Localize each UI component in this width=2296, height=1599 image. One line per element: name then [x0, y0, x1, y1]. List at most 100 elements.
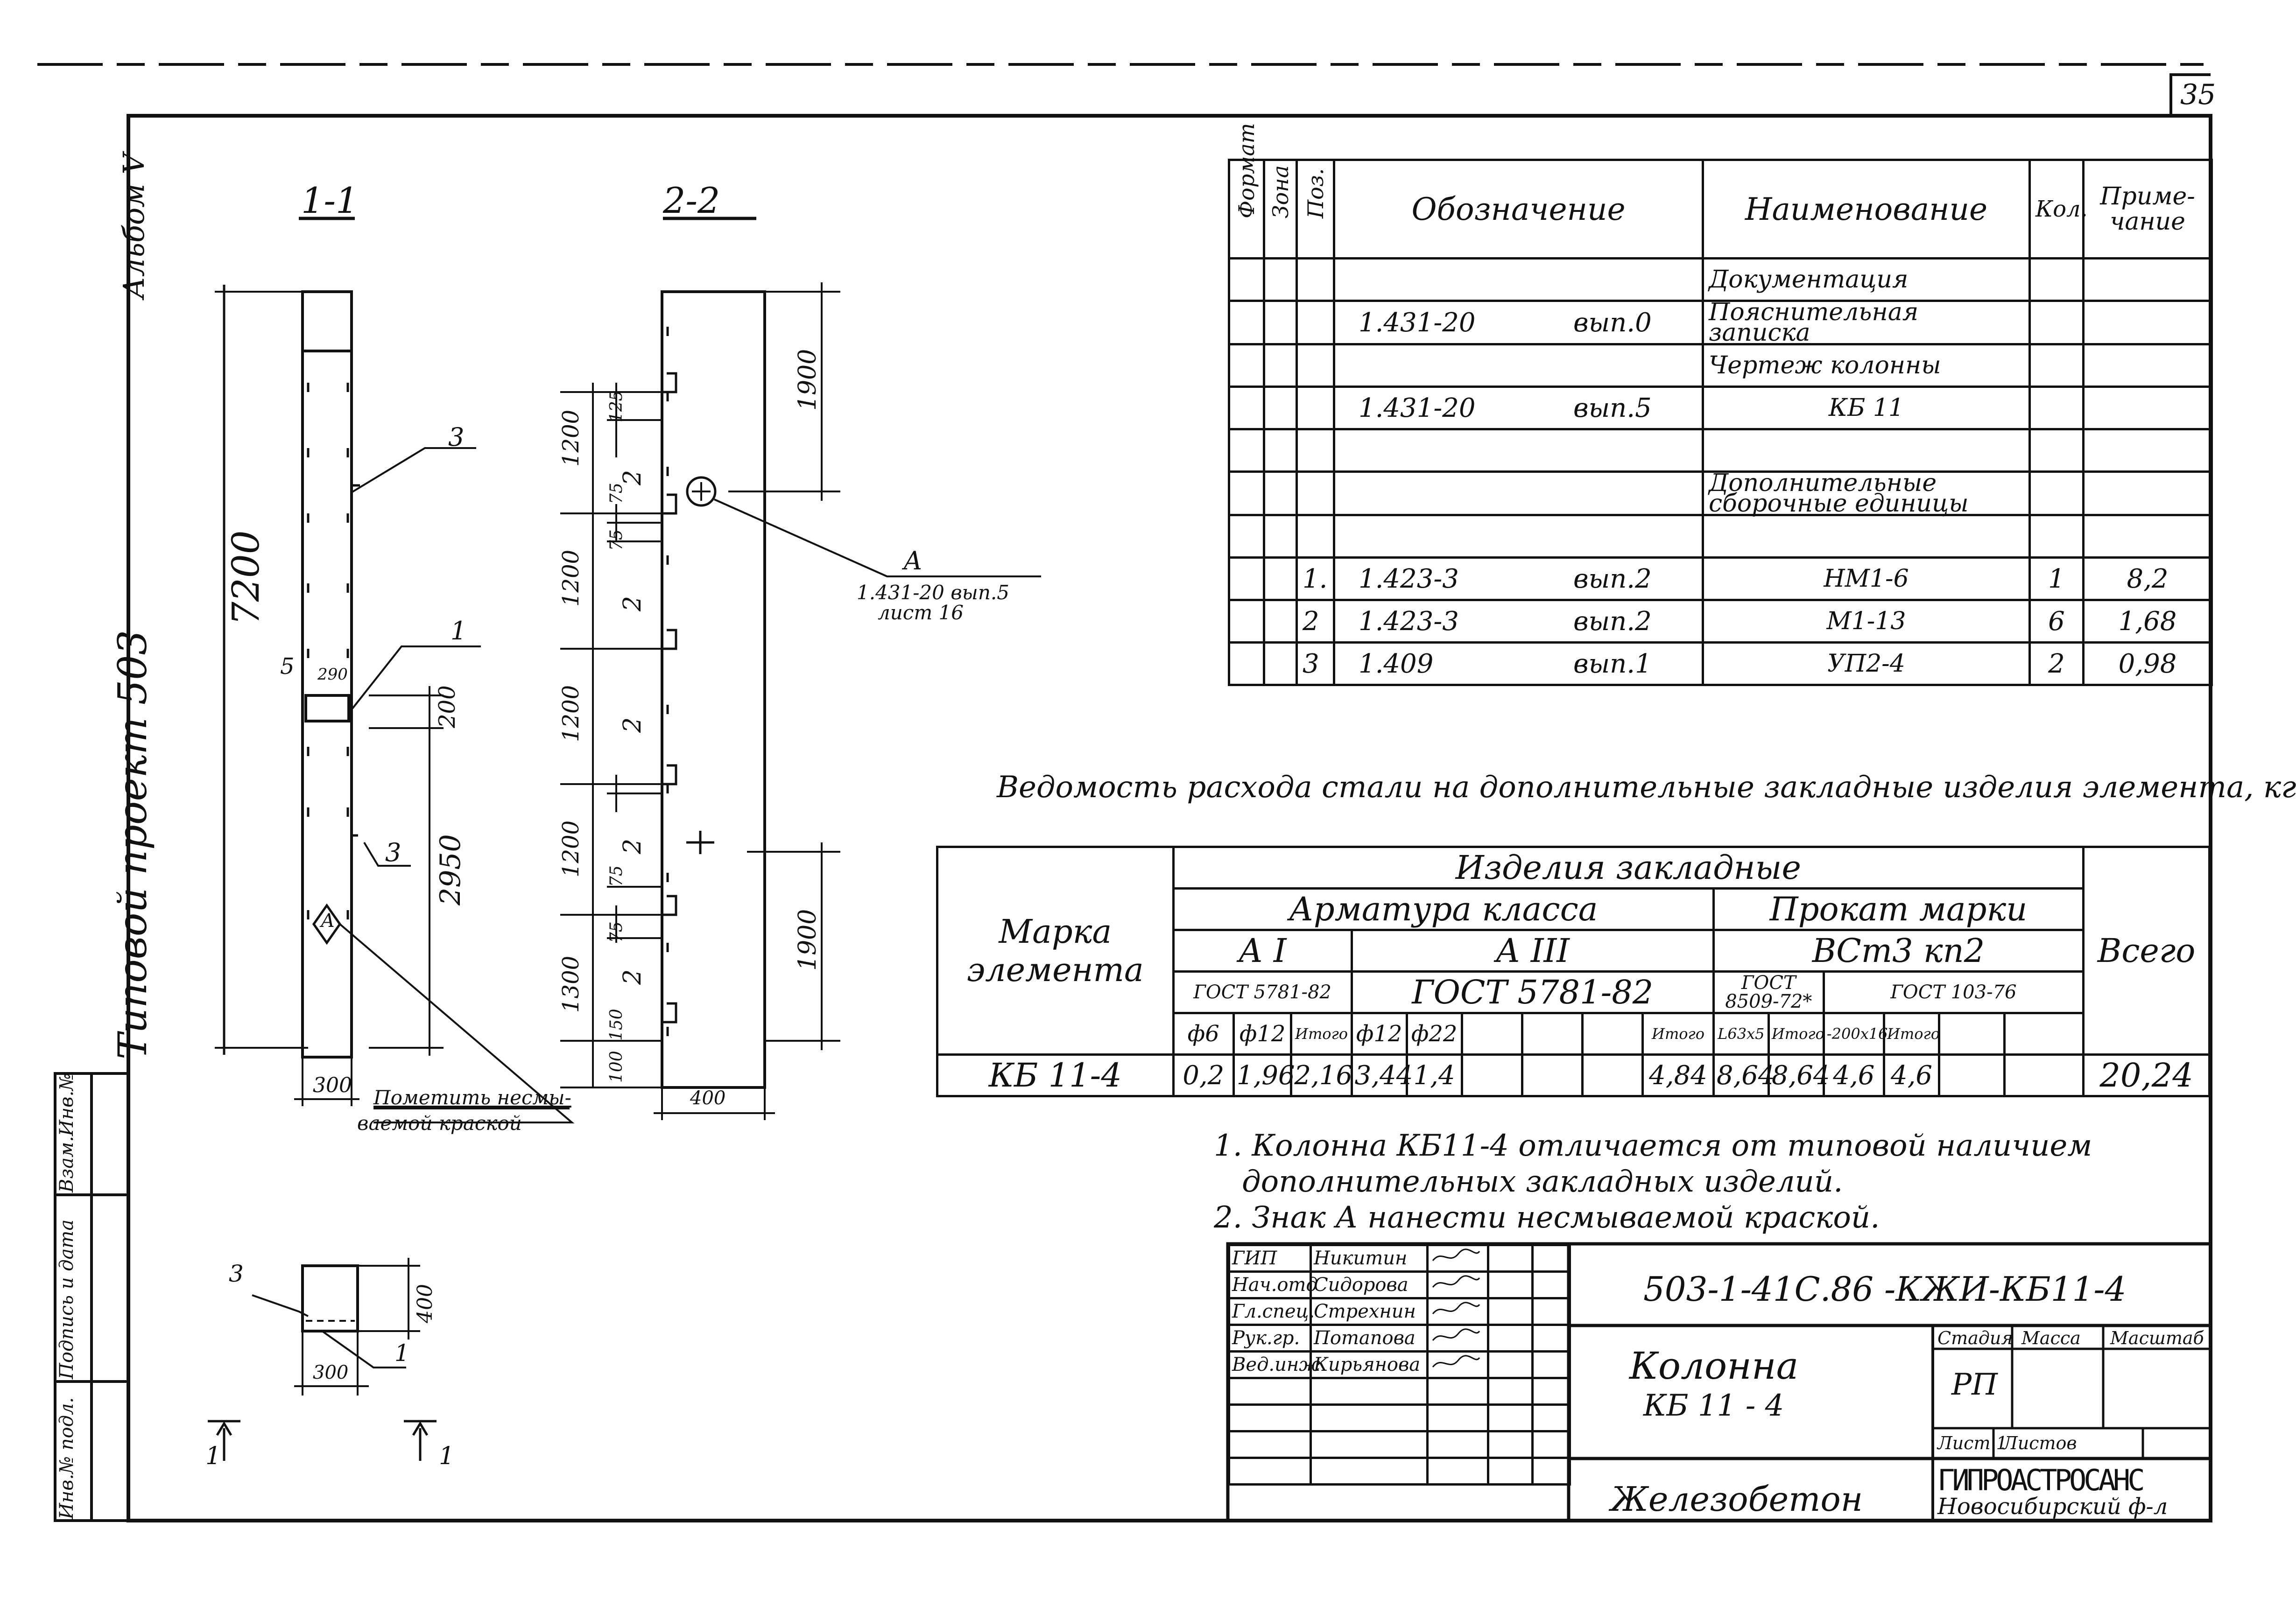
- side-stamp-sign: Подпись и дата: [56, 1219, 77, 1379]
- steel-value: 4,6: [1883, 1053, 1940, 1097]
- steel-col-header: Итого: [1767, 1012, 1825, 1056]
- steel-col-header: [1521, 1012, 1584, 1056]
- steel-table: Марка элемента Изделия закладные Всего А…: [936, 846, 2211, 1097]
- sig-role: Рук.гр.: [1228, 1324, 1312, 1353]
- spec-issue: вып.0: [1573, 307, 1652, 338]
- dim-200: 200: [434, 685, 460, 728]
- pos-2-a: 2: [619, 470, 647, 485]
- scale-header: Масштаб: [2110, 1328, 2204, 1348]
- mark-a-diamond: [312, 903, 342, 945]
- signature-scribble: [1432, 1248, 1480, 1261]
- spec-cell-zone: [1263, 343, 1298, 388]
- section-1-1-title: 1-1: [301, 180, 359, 221]
- signature-row: [1228, 1430, 1571, 1459]
- spec-code: 1.423-3: [1359, 563, 1459, 594]
- spec-cell-zone: [1263, 641, 1298, 686]
- dim-1900-bottom: 1900: [794, 909, 822, 971]
- org-name: ГИПРОАСТРОСАНС: [1937, 1463, 2145, 1497]
- sig-empty: [1487, 1324, 1534, 1353]
- spec-h-code: Обозначение: [1333, 159, 1704, 259]
- steel-h-gost-103: ГОСТ 103-76: [1822, 970, 2085, 1014]
- spec-cell-name: [1702, 428, 2031, 473]
- steel-total: 20,24: [2082, 1053, 2211, 1097]
- spec-cell-note: [2082, 300, 2213, 345]
- dim-1200-d: 1200: [558, 820, 584, 877]
- steel-mark: КБ 11-4: [936, 1053, 1175, 1097]
- sig-empty: [1487, 1244, 1534, 1273]
- mark-a-letter: А: [321, 910, 335, 932]
- steel-title: Ведомость расхода стали на дополнительны…: [997, 770, 2296, 805]
- steel-value: 1,96: [1232, 1053, 1295, 1097]
- spec-h-format: Формат: [1228, 123, 1265, 259]
- sig-empty: [1487, 1430, 1534, 1459]
- sig-empty: [1228, 1403, 1312, 1432]
- steel-h-rolled: Прокат марки: [1712, 887, 2085, 931]
- stage-header: Стадия: [1937, 1328, 2013, 1348]
- sig-empty: [1310, 1403, 1429, 1432]
- steel-col-header: L63х5: [1712, 1012, 1770, 1056]
- plan-view: [301, 1264, 359, 1332]
- spec-cell-note: [2082, 386, 2213, 430]
- dim-1200-b: 1200: [558, 549, 584, 607]
- spec-cell-pos: [1296, 470, 1335, 516]
- sig-empty: [1426, 1403, 1489, 1432]
- steel-h-rebar: Арматура класса: [1172, 887, 1715, 931]
- sig-empty: [1310, 1377, 1429, 1406]
- cut-label-left: 1: [205, 1442, 221, 1470]
- spec-cell-name: М1-13: [1702, 599, 2031, 644]
- sig-signature: [1426, 1350, 1489, 1379]
- sig-empty: [1487, 1457, 1534, 1486]
- spec-h-name: Наименование: [1702, 159, 2031, 259]
- steel-value: 8,64: [1767, 1053, 1830, 1097]
- spec-cell-qty: [2028, 300, 2085, 345]
- spec-cell-name: УП2-4: [1702, 641, 2031, 686]
- sheet-header: Лист 1: [1937, 1433, 2007, 1453]
- specification-table: Формат Зона Поз. Обозначение Наименовани…: [1228, 123, 2213, 686]
- sig-name: Сидорова: [1310, 1270, 1429, 1299]
- dim-300-1: 300: [313, 1073, 352, 1097]
- steel-value: 4,84: [1641, 1053, 1715, 1097]
- steel-h-mark: Марка элемента: [936, 846, 1175, 1056]
- spec-cell-qty: 1: [2028, 556, 2085, 601]
- spec-cell-pos: [1296, 386, 1335, 430]
- sig-name: Стрехнин: [1310, 1297, 1429, 1326]
- dim-400-2: 400: [690, 1087, 726, 1109]
- spec-cell-note: 8,2: [2082, 556, 2213, 601]
- spec-cell-code: 1.423-3 вып.2: [1333, 556, 1704, 601]
- spec-cell-note: 0,98: [2082, 641, 2213, 686]
- plan-dim-400: 400: [413, 1284, 437, 1323]
- spec-issue: вып.2: [1573, 563, 1652, 594]
- spec-cell-pos: [1296, 300, 1335, 345]
- org-branch: Новосибирский ф-л: [1937, 1494, 2168, 1520]
- spec-cell-name: Дополнительные сборочные единицы: [1702, 470, 2031, 516]
- sheet-number-box: [2169, 73, 2211, 116]
- spec-row: Дополнительные сборочные единицы: [1228, 470, 2213, 516]
- steel-h-aiii: А III: [1350, 929, 1715, 973]
- signature-row: Рук.гр.Потапова: [1228, 1324, 1571, 1353]
- dim-290: 290: [317, 665, 348, 684]
- sig-empty: [1531, 1324, 1571, 1353]
- spec-cell-name: Пояснительная записка: [1702, 300, 2031, 345]
- spec-row: [1228, 514, 2213, 559]
- sig-empty: [1310, 1457, 1429, 1486]
- spec-cell-zone: [1263, 300, 1298, 345]
- sig-empty: [1310, 1430, 1429, 1459]
- sig-empty: [1426, 1377, 1489, 1406]
- material: Железобетон: [1611, 1480, 1863, 1519]
- steel-value: 8,64: [1712, 1053, 1775, 1097]
- cut-label-right: 1: [439, 1442, 455, 1470]
- spec-cell-note: [2082, 343, 2213, 388]
- steel-h-vst: ВСт3 кп2: [1712, 929, 2085, 973]
- sig-empty: [1531, 1297, 1571, 1326]
- title-line-1: Колонна: [1629, 1344, 1799, 1388]
- sig-role: Нач.отд: [1228, 1270, 1318, 1299]
- spec-cell-zone: [1263, 556, 1298, 601]
- dim-125: 125: [607, 390, 626, 422]
- sig-role: Вед.инж: [1228, 1350, 1320, 1379]
- steel-col-header: [1937, 1012, 2006, 1056]
